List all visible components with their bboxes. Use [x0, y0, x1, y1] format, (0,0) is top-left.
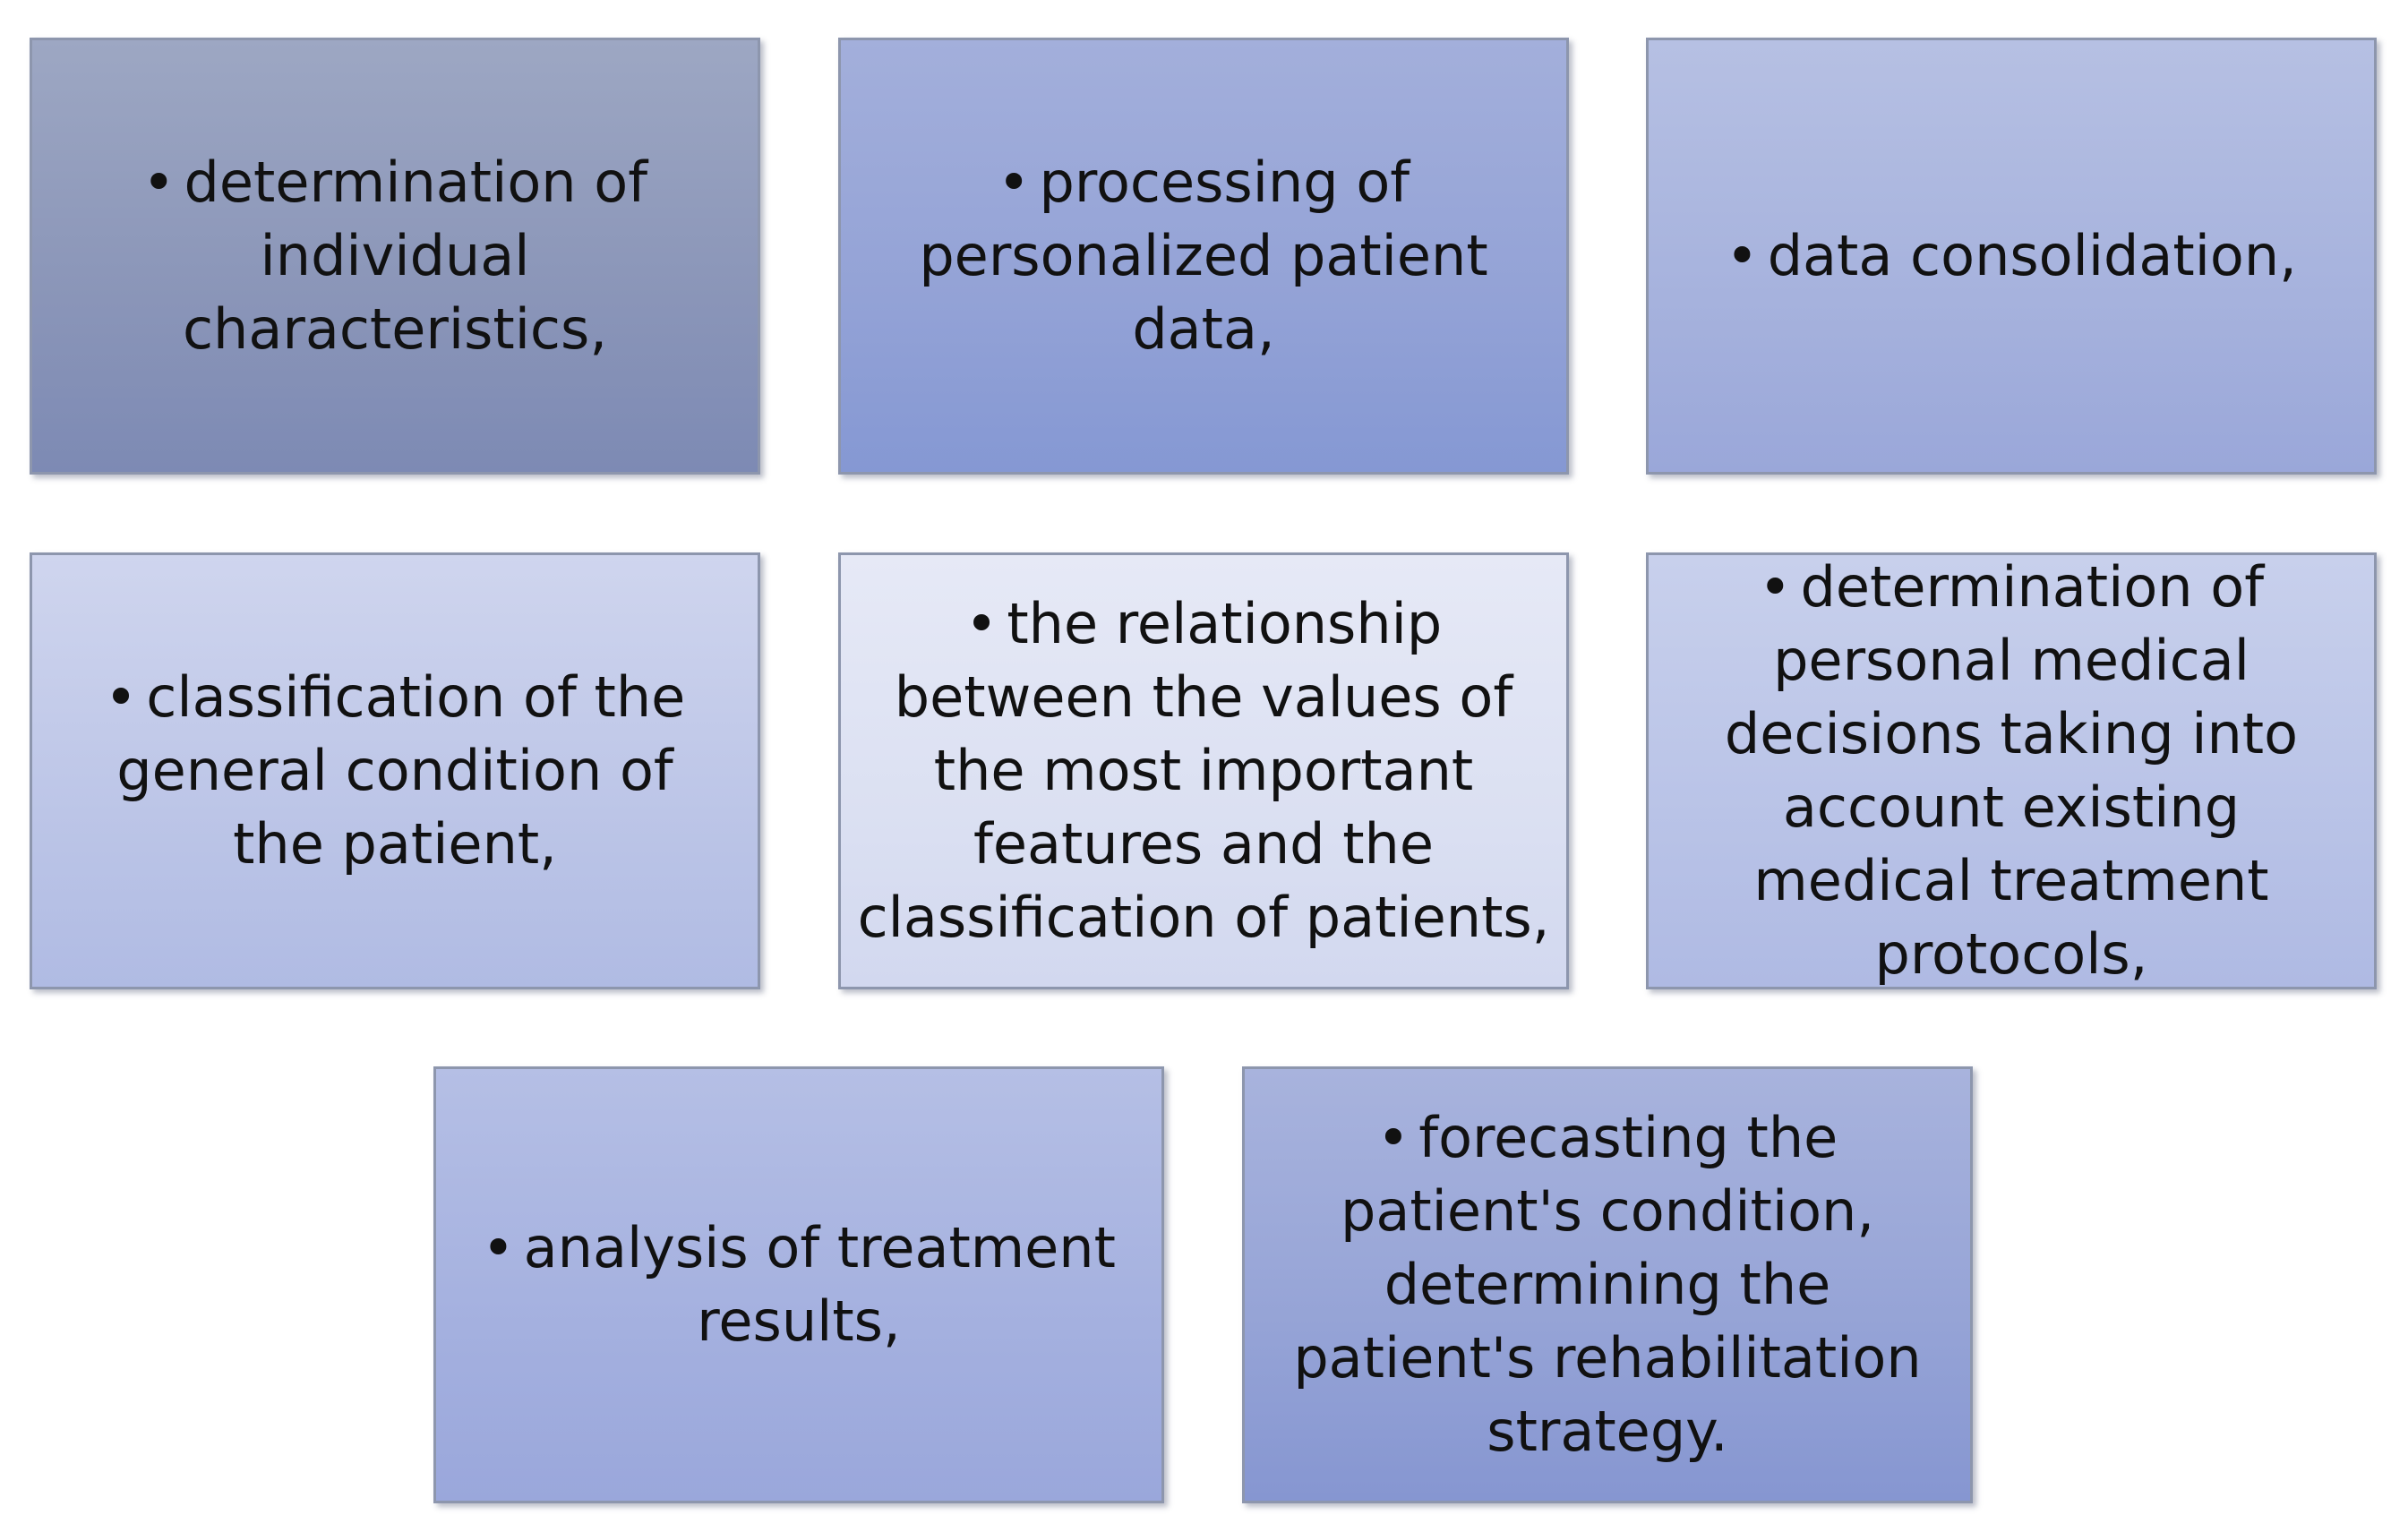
bullet-icon: • — [1758, 554, 1792, 620]
box-medical-decisions: •determination of personal medical decis… — [1646, 552, 2377, 989]
box-label: processing of personalized patient data, — [919, 150, 1488, 362]
box-treatment-results: •analysis of treatment results, — [433, 1066, 1164, 1503]
box-label: determination of personal medical decisi… — [1724, 554, 2299, 987]
box-general-condition: •classification of the general condition… — [30, 552, 760, 989]
bullet-icon: • — [104, 664, 138, 730]
bullet-icon: • — [141, 150, 176, 215]
box-label: classification of the general condition … — [116, 664, 686, 877]
bullet-icon: • — [1376, 1105, 1410, 1170]
box-personalized-data: •processing of personalized patient data… — [838, 38, 1569, 475]
bullet-icon: • — [482, 1215, 515, 1280]
box-label: data consolidation, — [1767, 223, 2297, 288]
box-data-consolidation: •data consolidation, — [1646, 38, 2377, 475]
bullet-icon: • — [997, 150, 1031, 215]
box-label: determination of individual characterist… — [182, 150, 648, 362]
bullet-icon: • — [964, 591, 998, 656]
box-forecasting-rehabilitation: •forecasting the patient's condition, de… — [1242, 1066, 1973, 1503]
box-label: analysis of treatment results, — [523, 1215, 1116, 1354]
box-feature-relationship: •the relationship between the values of … — [838, 552, 1569, 989]
box-label: the relationship between the values of t… — [857, 591, 1550, 950]
box-label: forecasting the patient's condition, det… — [1293, 1105, 1922, 1464]
bullet-icon: • — [1726, 223, 1759, 288]
box-individual-characteristics: •determination of individual characteris… — [30, 38, 760, 475]
